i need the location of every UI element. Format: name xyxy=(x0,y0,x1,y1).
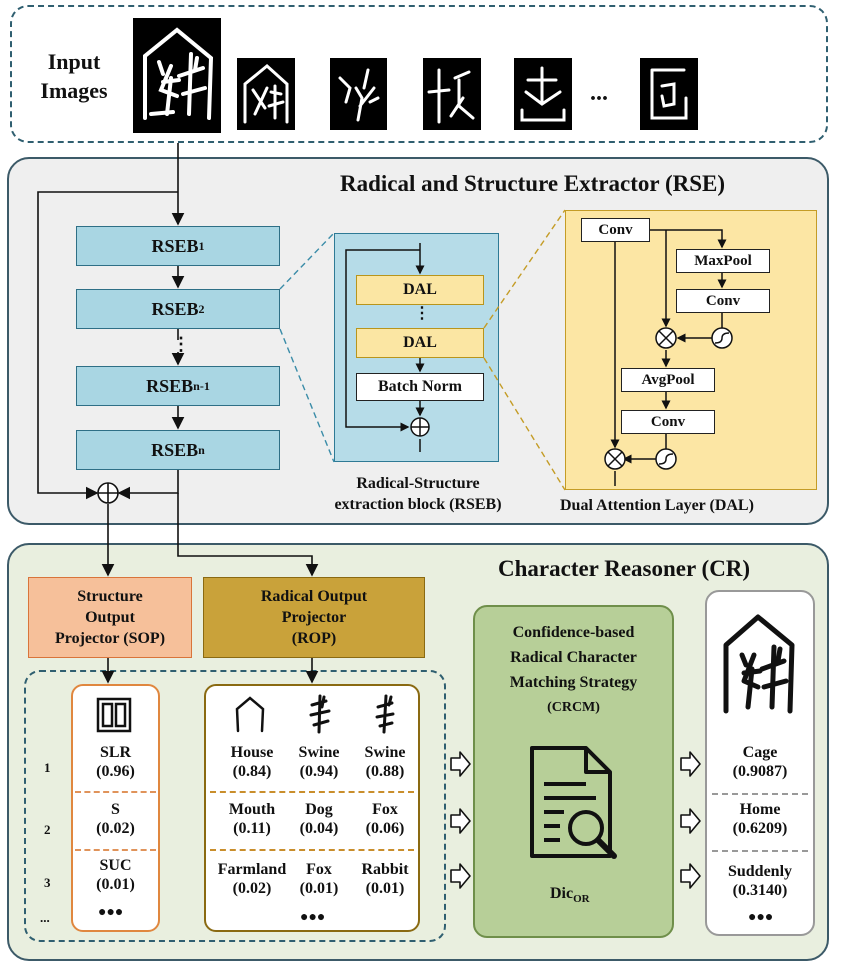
rseb-detail-caption: Radical-Structure extraction block (RSEB… xyxy=(334,475,502,513)
cr-title: Character Reasoner (CR) xyxy=(498,556,751,581)
swine-radical-icon xyxy=(375,694,395,734)
input-character-1 xyxy=(133,18,221,133)
rseb-detail-batch-norm: Batch Norm xyxy=(356,373,484,401)
radical-item: Fox(0.01) xyxy=(299,861,339,897)
input-images-label: Input Images xyxy=(40,49,108,103)
house-radical-icon xyxy=(235,696,265,733)
radical-item: Swine(0.88) xyxy=(364,744,406,780)
crcm-box xyxy=(473,605,674,938)
structure-divider xyxy=(75,849,156,851)
structure-item: SUC(0.01) xyxy=(96,857,135,893)
slr-structure-icon xyxy=(96,697,132,733)
result-item: Cage(0.9087) xyxy=(732,744,788,780)
dal-avgpool: AvgPool xyxy=(621,368,715,392)
structure-item: S(0.02) xyxy=(96,801,135,837)
structure-divider xyxy=(75,791,156,793)
result-more: ●●● xyxy=(748,910,774,925)
result-character-icon xyxy=(723,614,795,714)
dictionary-search-icon xyxy=(530,746,617,859)
rseb-detail-dal-2: DAL xyxy=(356,328,484,358)
dal-conv-top: Conv xyxy=(581,218,650,242)
candidates-container xyxy=(24,670,446,942)
dal-maxpool: MaxPool xyxy=(676,249,770,273)
rseb-detail-vdots: ⋮ xyxy=(414,305,430,322)
rseb-detail-dal-1: DAL xyxy=(356,275,484,305)
input-images-panel xyxy=(10,5,828,143)
result-list xyxy=(705,590,815,936)
dal-conv-low: Conv xyxy=(621,410,715,434)
input-character-4 xyxy=(423,58,481,130)
radical-divider xyxy=(210,849,414,851)
input-character-3 xyxy=(330,58,387,130)
structure-more: ●●● xyxy=(98,905,124,920)
radical-item: Farmland(0.02) xyxy=(217,861,287,897)
dal-caption: Dual Attention Layer (DAL) xyxy=(560,497,754,514)
rank-ellipsis: ... xyxy=(40,910,50,925)
result-item: Home(0.6209) xyxy=(732,801,788,837)
radical-item: Swine(0.94) xyxy=(298,744,340,780)
radical-item: Rabbit(0.01) xyxy=(361,861,409,897)
rseb-vdots: ⋮ xyxy=(172,334,190,354)
input-images-ellipsis: ... xyxy=(590,80,608,106)
radical-item: Dog(0.04) xyxy=(299,801,339,837)
dictionary-label: DicOR xyxy=(550,885,590,906)
result-item: Suddenly(0.3140) xyxy=(727,863,793,899)
input-character-5 xyxy=(514,58,572,130)
result-divider xyxy=(712,793,808,795)
input-character-6 xyxy=(640,58,698,130)
radical-divider xyxy=(210,791,414,793)
rank-3: 3 xyxy=(44,875,51,890)
radical-item: Mouth(0.11) xyxy=(228,801,276,837)
input-character-2 xyxy=(237,58,295,130)
result-divider xyxy=(712,850,808,852)
dal-conv-mid: Conv xyxy=(676,289,770,313)
radical-item: House(0.84) xyxy=(230,744,274,780)
rse-title: Radical and Structure Extractor (RSE) xyxy=(340,171,726,196)
radical-item: Fox(0.06) xyxy=(365,801,405,837)
structure-item: SLR(0.96) xyxy=(96,744,135,780)
swine-radical-icon xyxy=(309,694,331,734)
rank-2: 2 xyxy=(44,822,51,837)
radical-more: ●●● xyxy=(300,910,326,925)
rank-1: 1 xyxy=(44,760,51,775)
